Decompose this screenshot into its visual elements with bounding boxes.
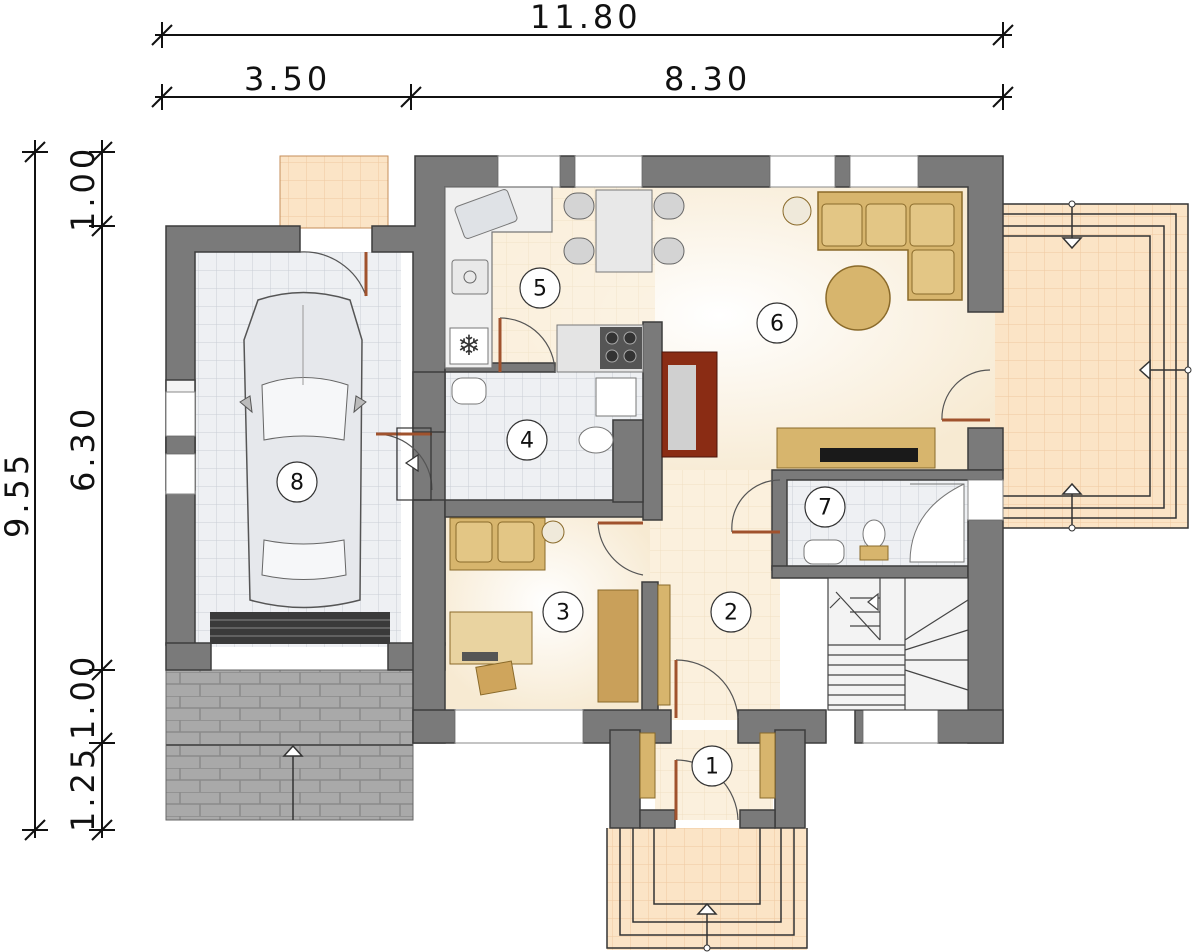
fireplace-inner (668, 365, 696, 450)
dim-right-width: 8.30 (664, 60, 751, 98)
room-markers (276, 267, 846, 787)
room-5-label: 5 (533, 277, 547, 302)
coffee-table (825, 265, 891, 331)
bathroom-fixtures (451, 377, 637, 454)
wardrobes (639, 584, 776, 799)
dimension-lines (22, 22, 1014, 841)
kitchen-counter: ❄ (444, 186, 644, 373)
room-8-label: 8 (290, 471, 304, 496)
terrace-right (995, 200, 1192, 532)
svg-text:❄: ❄ (457, 329, 480, 362)
car (239, 291, 367, 609)
garage-door (210, 612, 390, 644)
staircase (827, 577, 969, 711)
room-7-label: 7 (818, 496, 832, 521)
room-4-label: 4 (520, 429, 534, 454)
dim-depth-lower: 1.00 (64, 653, 102, 740)
room-6-label: 6 (770, 312, 784, 337)
dim-total-width: 11.80 (530, 0, 642, 36)
terrace-entrance (606, 828, 808, 952)
dim-depth-top: 1.00 (64, 145, 102, 232)
room-1-label: 1 (705, 755, 719, 780)
dim-left-width: 3.50 (244, 60, 331, 98)
dining-table (563, 189, 685, 273)
wc-fixtures (803, 483, 965, 565)
room-3-label: 3 (556, 601, 570, 626)
driveway-paving (165, 669, 414, 821)
plant (782, 196, 812, 226)
sofa-living (817, 191, 963, 301)
dim-depth-middle: 6.30 (64, 405, 102, 492)
room-2-label: 2 (724, 601, 738, 626)
windows (165, 155, 1004, 744)
dim-total-depth: 9.55 (0, 451, 36, 538)
office-furniture (449, 517, 639, 703)
tv (820, 448, 918, 462)
doors (299, 251, 991, 821)
terrace-top-garage (279, 155, 389, 229)
dim-depth-bottom: 1.25 (64, 745, 102, 832)
